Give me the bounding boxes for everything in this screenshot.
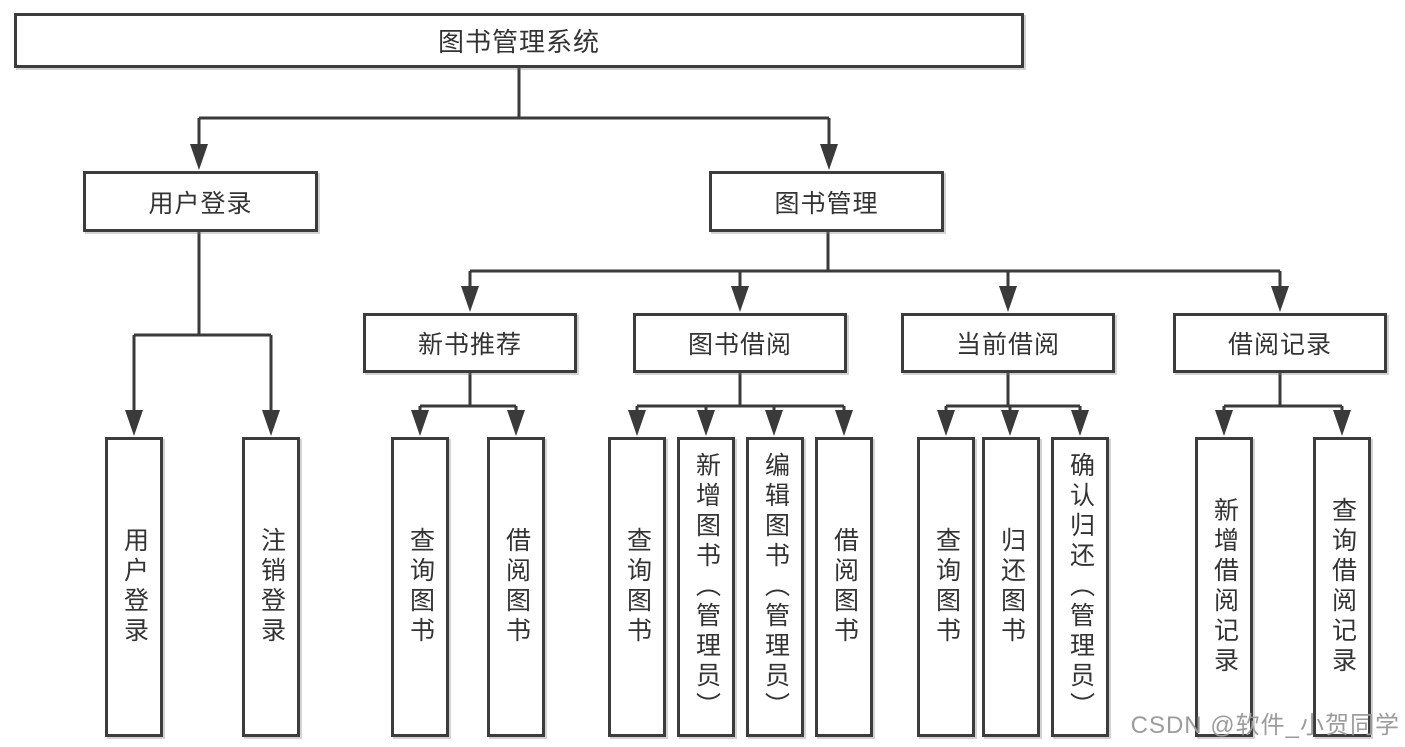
arrowhead-icon [1071,410,1089,436]
connector-userlogin-to-leaves [132,232,273,415]
node-leaf-edit-books-admin: 编辑图书（管理员） [746,437,804,737]
arrowhead-icon [937,410,955,436]
arrowhead-icon [190,144,208,170]
node-leaf-confirm-return-admin: 确认归还（管理员） [1051,437,1109,737]
arrowhead-icon [999,286,1017,312]
node-leaf-user-login: 用户登录 [105,437,163,737]
node-leaf-query-books-current: 查询图书 [917,437,975,737]
arrowhead-icon [507,410,525,436]
arrowhead-icon [697,410,715,436]
arrowhead-icon [1333,410,1351,436]
connector-newbooks-to-leaves [418,373,518,415]
arrowhead-icon [628,410,646,436]
node-leaf-query-books-recommend: 查询图书 [391,437,449,737]
node-current-borrowing: 当前借阅 [901,313,1115,373]
arrowhead-icon [411,410,429,436]
node-leaf-return-books: 归还图书 [982,437,1040,737]
node-leaf-add-books-admin: 新增图书（管理员） [677,437,735,737]
node-borrow-records: 借阅记录 [1173,313,1387,373]
arrowhead-icon [262,410,280,436]
arrowhead-icon [1001,410,1019,436]
connector-borrow-to-leaves [635,373,846,415]
node-leaf-logout: 注销登录 [242,437,300,737]
node-library-management-system: 图书管理系统 [14,13,1024,68]
connector-current-to-leaves [944,373,1082,415]
node-leaf-query-books-borrow: 查询图书 [608,437,666,737]
node-leaf-borrow-books: 借阅图书 [815,437,873,737]
node-leaf-add-borrow-record: 新增借阅记录 [1195,437,1253,737]
arrowhead-icon [1271,286,1289,312]
connector-records-to-leaves [1222,373,1344,415]
node-leaf-borrow-books-recommend: 借阅图书 [487,437,545,737]
watermark: CSDN @软件_小贺同学 [1130,712,1400,739]
arrowhead-icon [1215,410,1233,436]
arrowheads [125,144,1351,436]
arrowhead-icon [461,286,479,312]
node-user-login: 用户登录 [83,171,318,232]
connector-bookmgmt-to-level3 [468,232,1282,292]
arrowhead-icon [765,410,783,436]
node-book-management: 图书管理 [709,171,944,232]
connector-root-to-level2 [197,68,831,148]
node-new-book-recommend: 新书推荐 [363,313,577,373]
arrowhead-icon [731,286,749,312]
arrowhead-icon [835,410,853,436]
arrowhead-icon [125,410,143,436]
node-book-borrowing: 图书借阅 [633,313,847,373]
node-leaf-query-borrow-record: 查询借阅记录 [1313,437,1371,737]
arrowhead-icon [820,144,838,170]
